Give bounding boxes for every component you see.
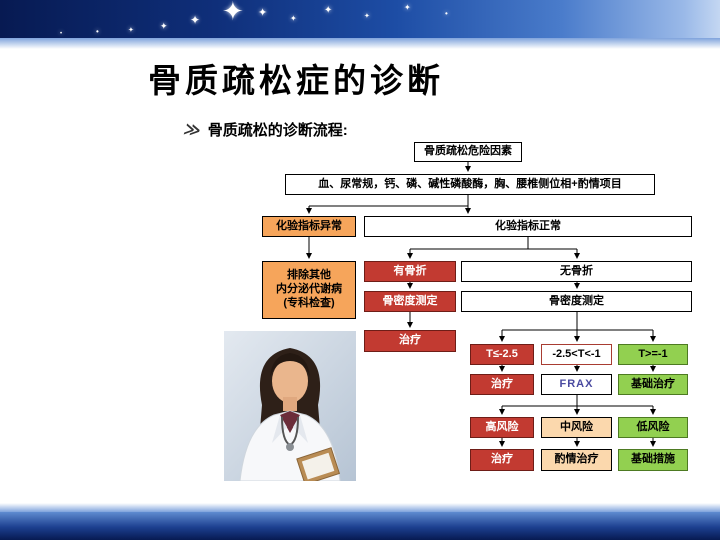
bullet-marker-icon: ≫: [181, 120, 203, 140]
top-banner-gradient-strip: [0, 38, 720, 49]
section-heading: ≫ 骨质疏松的诊断流程:: [181, 119, 348, 140]
node-bmd-no-fracture: 骨密度测定: [461, 291, 692, 312]
node-t-between: -2.5<T<-1: [541, 344, 612, 365]
exclude-line-1: 排除其他: [287, 269, 331, 282]
doctor-photo: [224, 331, 356, 481]
sparkle-icon: ✦: [160, 21, 168, 31]
node-frax: FRAX: [541, 374, 612, 395]
sparkle-icon: ✦: [324, 5, 333, 16]
sparkle-icon: ✦: [364, 13, 370, 20]
sparkle-icon: ✦: [190, 13, 201, 27]
sparkle-icon: ✦: [404, 3, 411, 12]
sparkle-icon: ✦: [290, 14, 297, 23]
sparkle-icon: ✦: [258, 7, 268, 19]
exclude-line-2: 内分泌代谢病: [276, 283, 342, 296]
bottom-banner-gradient-strip: [0, 503, 720, 512]
sparkle-icon: •: [60, 31, 63, 37]
top-banner: ✦ ✦ ✦ ✦ ✦ ✦ ✦ ✦ ✦ • • •: [0, 0, 720, 38]
sparkle-icon: •: [445, 9, 448, 18]
node-basic-treatment: 基础治疗: [618, 374, 688, 395]
sparkle-icon: ✦: [128, 27, 134, 34]
node-lab-tests: 血、尿常规，钙、磷、碱性磷酸酶，胸、腰椎侧位相+酌情项目: [285, 174, 655, 195]
node-lab-abnormal: 化验指标异常: [262, 216, 356, 237]
section-heading-label: 骨质疏松的诊断流程:: [207, 122, 348, 139]
node-no-fracture: 无骨折: [461, 261, 692, 282]
sparkle-icon: ✦: [222, 0, 244, 26]
page-title: 骨质疏松症的诊断: [148, 64, 444, 100]
node-t-ge-1: T>=-1: [618, 344, 688, 365]
node-bmd-fracture: 骨密度测定: [364, 291, 456, 312]
node-has-fracture: 有骨折: [364, 261, 456, 282]
node-high-risk: 高风险: [470, 417, 534, 438]
node-low-risk: 低风险: [618, 417, 688, 438]
node-t-le-2-5: T≤-2.5: [470, 344, 534, 365]
node-treat-high-risk: 治疗: [470, 449, 534, 471]
node-treat-mid-risk: 酌情治疗: [541, 449, 612, 471]
node-mid-risk: 中风险: [541, 417, 612, 438]
node-risk-factors: 骨质疏松危险因素: [414, 142, 522, 162]
node-basic-measures: 基础措施: [618, 449, 688, 471]
sparkle-icon: •: [96, 27, 99, 36]
node-treat-t-low: 治疗: [470, 374, 534, 395]
node-lab-normal: 化验指标正常: [364, 216, 692, 237]
exclude-line-3: (专科检查): [283, 296, 335, 309]
node-treat-fracture: 治疗: [364, 330, 456, 352]
bottom-banner: [0, 512, 720, 540]
node-exclude-other: 排除其他 内分泌代谢病 (专科检查): [262, 261, 356, 319]
